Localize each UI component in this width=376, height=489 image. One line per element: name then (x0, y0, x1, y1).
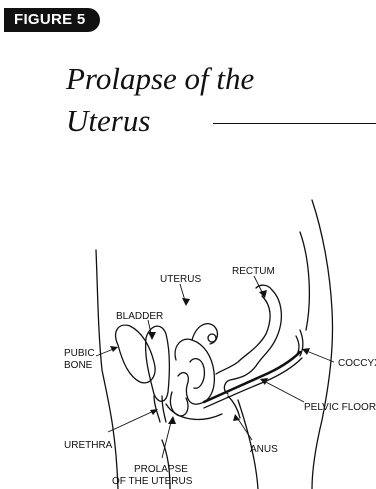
rectum-top (256, 285, 272, 290)
inner-back-contour (300, 232, 309, 330)
pelvic-floor-label: PELVIC FLOOR (304, 402, 376, 413)
pelvic-floor-leader (262, 380, 304, 402)
coccyx-leader (304, 350, 334, 362)
front-body-outline (96, 250, 118, 489)
bladder (146, 326, 170, 401)
uterus-label: UTERUS (160, 274, 201, 285)
pubic-bone-label-line-1: PUBIC (64, 348, 95, 359)
urethra-leader (108, 410, 156, 432)
rectum-inner (216, 296, 270, 374)
anus-label: ANUS (250, 444, 278, 455)
anal-canal (228, 396, 240, 418)
prolapse-label-line-2: OF THE UTERUS (112, 476, 193, 487)
pelvic-floor-muscle-lower (204, 358, 302, 408)
ovary (208, 334, 216, 342)
coccyx-label: COCCYX (338, 358, 376, 369)
rectum-label: RECTUM (232, 266, 275, 277)
pelvic-floor-muscle (204, 352, 300, 402)
bladder-arrowhead (148, 332, 156, 340)
prolapse-arrowhead (168, 416, 176, 424)
prolapse-label-line-1: PROLAPSE (134, 464, 188, 475)
vaginal-wall (166, 404, 222, 419)
urethra-label: URETHRA (64, 440, 113, 451)
uterus (175, 339, 214, 404)
back-body-outline (312, 200, 333, 489)
uterine-cavity (190, 359, 204, 389)
pubic-bone-label-line-2: BONE (64, 360, 93, 371)
bladder-label: BLADDER (116, 311, 163, 322)
pelvic-floor-arrowhead (260, 378, 268, 385)
uterus-arrowhead (182, 298, 190, 306)
pubic-bone-arrowhead (110, 346, 118, 352)
